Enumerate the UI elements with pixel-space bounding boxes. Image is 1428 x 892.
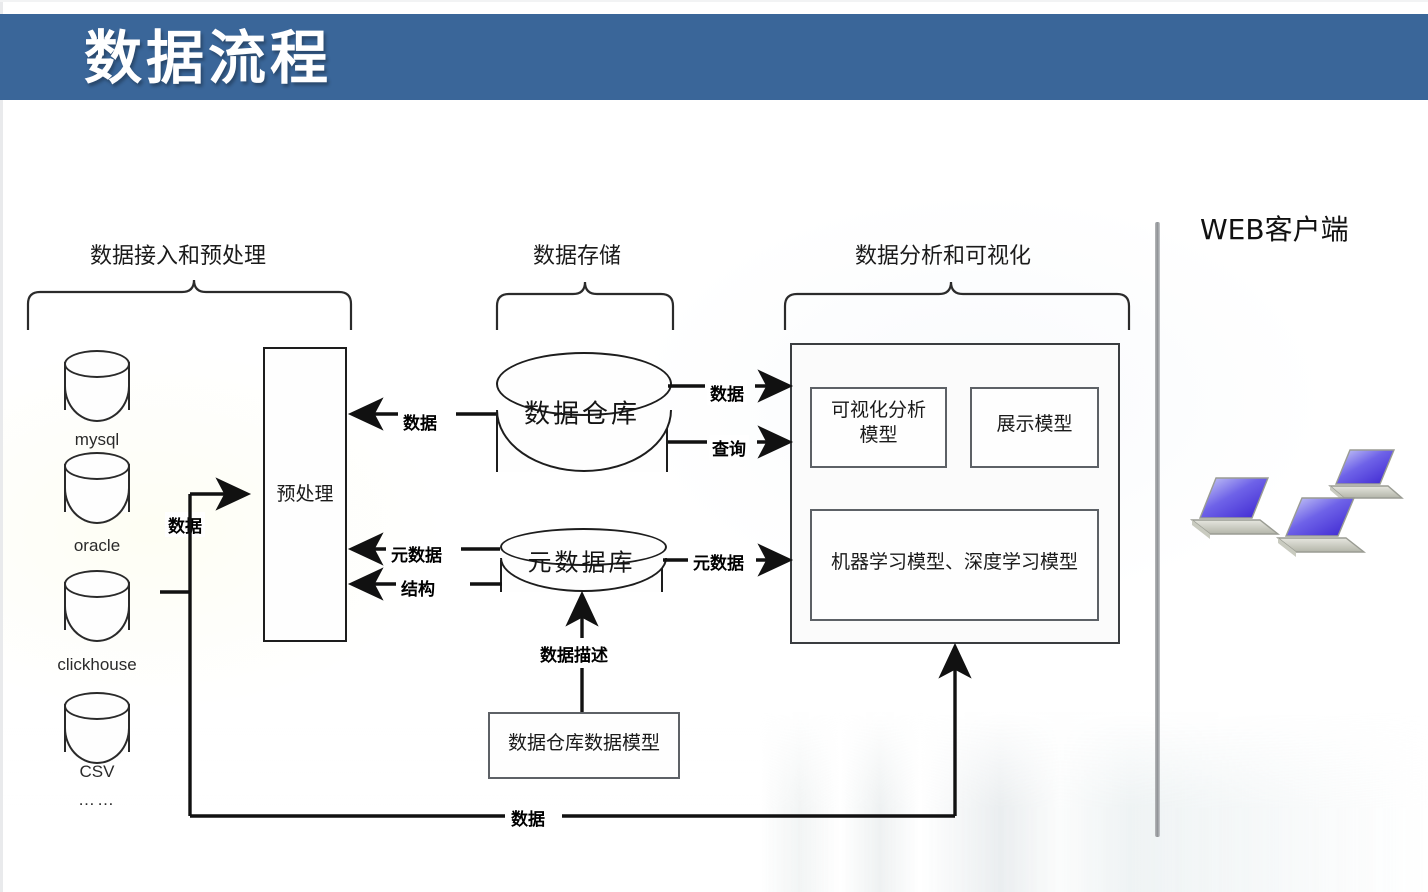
group-label-storage: 数据存储 <box>533 244 622 269</box>
node-data-warehouse-label: 数据仓库 <box>523 399 640 430</box>
flow-label-dw-to-analysis-query: 查询 <box>709 435 749 460</box>
node-dw-data-model[interactable] <box>488 712 680 779</box>
laptop-icon <box>1189 477 1281 539</box>
laptop-icon <box>1328 449 1404 502</box>
title-banner: 数据流程 <box>0 14 1428 100</box>
web-client-devices <box>1189 449 1404 557</box>
source-label-oracle: oracle <box>73 536 121 555</box>
page-title: 数据流程 <box>84 24 333 92</box>
node-presentation-model[interactable] <box>970 387 1099 468</box>
flow-label-dw-to-preprocess: 数据 <box>400 409 440 434</box>
source-label-clickhouse: clickhouse <box>57 655 137 674</box>
source-label-more: …… <box>78 790 116 809</box>
source-label-csv: CSV <box>79 762 115 781</box>
group-label-ingest: 数据接入和预处理 <box>90 244 267 269</box>
flow-label-src-to-preprocess: 数据 <box>165 512 205 537</box>
node-viz-analysis-model[interactable] <box>810 387 947 468</box>
flow-label-meta-to-preprocess: 元数据 <box>388 541 445 566</box>
node-presentation-model-label: 展示模型 <box>996 413 1073 435</box>
source-icon-csv <box>64 692 130 764</box>
flow-label-bottom-data: 数据 <box>508 805 548 830</box>
source-icon-clickhouse <box>64 570 130 642</box>
slide-top-edge <box>0 0 1428 2</box>
node-ml-dl-model[interactable] <box>810 509 1099 621</box>
web-client-title: WEB客户端 <box>1200 213 1349 246</box>
flow-label-meta-struct: 结构 <box>398 575 438 600</box>
node-metadata-db-label: 元数据库 <box>527 548 636 577</box>
source-label-mysql: mysql <box>74 430 120 449</box>
background-photo <box>0 712 1428 892</box>
node-dw-data-model-label: 数据仓库数据模型 <box>507 732 660 754</box>
node-viz-analysis-model-label: 可视化分析 模型 <box>830 399 926 446</box>
node-metadata-db[interactable]: 元数据库 <box>500 528 667 592</box>
laptop-icon <box>1275 497 1367 557</box>
slide-left-edge <box>0 0 3 892</box>
node-data-warehouse[interactable]: 数据仓库 <box>496 352 672 472</box>
source-icon-oracle <box>64 452 130 524</box>
node-ml-dl-model-label: 机器学习模型、深度学习模型 <box>830 551 1078 573</box>
flow-label-dw-to-analysis-data: 数据 <box>707 380 747 405</box>
source-icon-mysql <box>64 350 130 422</box>
node-preprocess[interactable] <box>263 347 347 642</box>
flow-label-meta-to-analysis: 元数据 <box>690 549 747 574</box>
group-label-analysis: 数据分析和可视化 <box>855 244 1032 269</box>
vertical-divider <box>1155 222 1160 837</box>
node-preprocess-label: 预处理 <box>276 483 334 505</box>
flow-label-model-to-meta: 数据描述 <box>537 641 611 666</box>
